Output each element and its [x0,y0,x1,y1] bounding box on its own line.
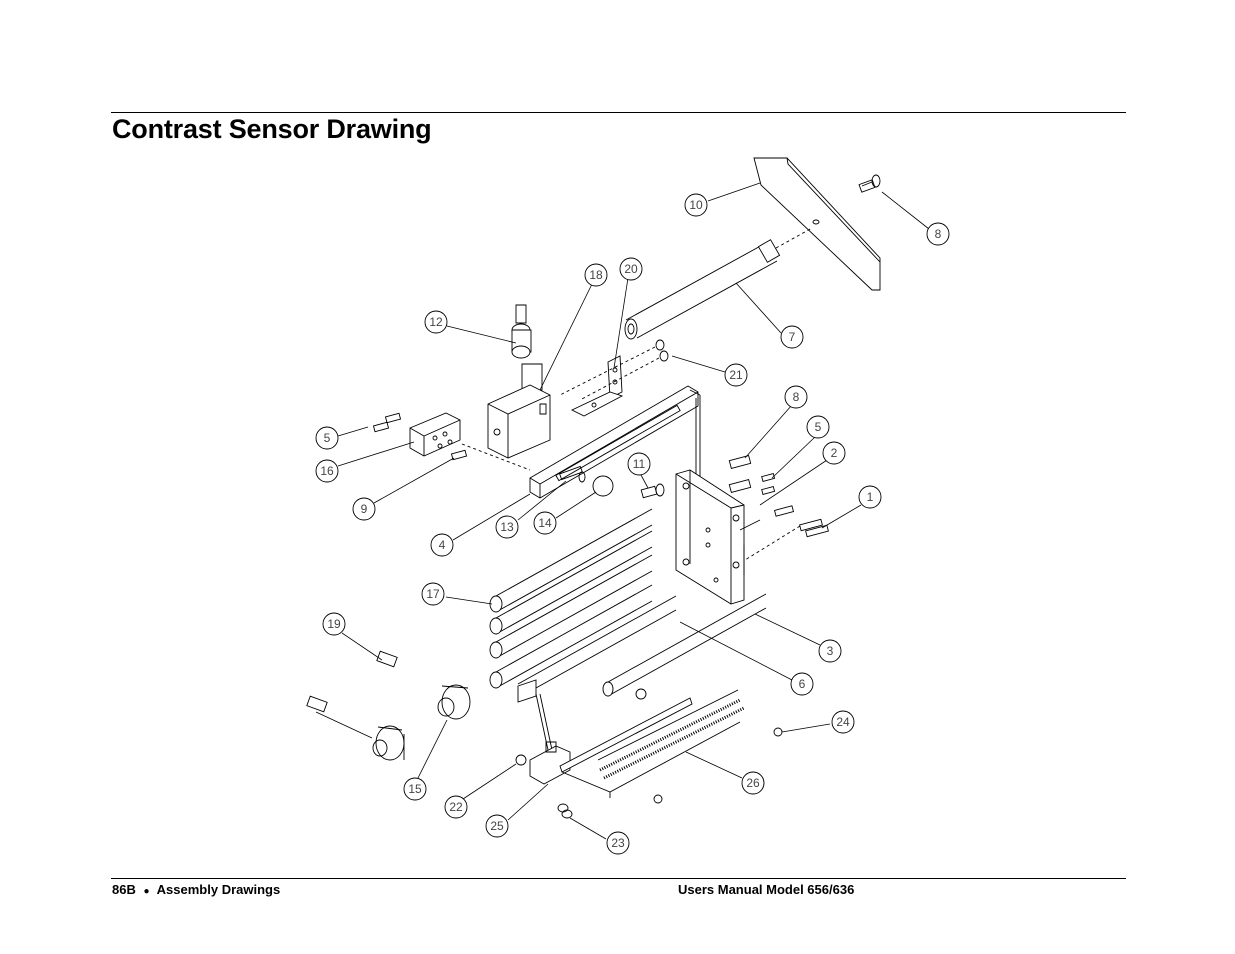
part-16-block [410,413,460,456]
callout-label: 20 [624,262,638,276]
callout-label: 11 [633,457,646,471]
page-number: 86B [112,882,136,897]
callout-label: 25 [490,819,504,833]
callout-label: 7 [789,330,796,344]
callout-label: 2 [831,446,838,460]
part-2-plate [676,470,760,604]
callout-1 [859,486,881,508]
callout-25 [486,815,508,837]
callout-20 [620,258,642,280]
callout-label: 5 [324,431,331,445]
callout-label: 26 [746,776,760,790]
callout-label: 12 [429,315,443,329]
bullet-icon: ● [143,886,150,897]
callout-label: 15 [408,782,422,796]
screws-21 [560,340,668,400]
callout-label: 16 [320,464,334,478]
callout-label: 6 [799,677,806,691]
part-14-knob [593,476,613,496]
callout-3 [819,640,841,662]
callout-21 [725,364,747,386]
page-title: Contrast Sensor Drawing [112,114,432,144]
manual-title: Users Manual Model 656/636 [678,882,855,897]
header-rule [111,112,1126,113]
callout-11 [628,453,650,475]
part-17-rods [490,509,652,688]
part-11-screw [641,486,657,497]
callout-label: 9 [361,502,368,516]
callout-label: 5 [815,420,822,434]
callout-2 [823,442,845,464]
callout-9 [353,498,375,520]
callout-8-right [785,386,807,408]
footer-left: 86B ● Assembly Drawings [112,882,280,897]
callout-22 [445,796,467,818]
callout-4 [431,534,453,556]
callout-5-left [316,427,338,449]
callout-10 [685,194,707,216]
part-25-bar [518,680,570,784]
callout-label: 14 [538,516,552,530]
callout-26 [742,772,764,794]
screw-8-top [859,175,880,192]
part-3-rod [603,594,766,696]
callout-label: 3 [827,644,834,658]
callout-label: 13 [500,520,514,534]
part-18-sensor-body [488,364,550,458]
screws-5-left [373,413,400,431]
footer-rule [111,878,1126,879]
callout-14 [534,512,556,534]
callout-23 [607,832,629,854]
part-26-brush [560,690,744,798]
callout-label: 19 [327,617,341,631]
callout-7 [781,326,803,348]
callout-6 [791,673,813,695]
callout-label: 1 [867,490,874,504]
part-7-rod [625,228,812,339]
callout-15 [404,778,426,800]
section-name: Assembly Drawings [156,882,281,897]
part-6-rod [518,596,676,698]
callout-label: 17 [426,587,440,601]
callout-label: 23 [611,836,625,850]
part-22-nut [516,755,526,765]
callout-24 [832,711,854,733]
callout-5-right [807,416,829,438]
callout-8-top [927,223,949,245]
callout-label: 4 [439,538,446,552]
part-4-slotted-bar [530,386,700,540]
part-13-screw [560,466,585,482]
part-12-sensor-tip [512,305,531,358]
callout-13 [496,516,518,538]
callout-label: 21 [729,368,743,382]
callout-18 [585,264,607,286]
callout-label: 22 [449,800,463,814]
part-19-screws [307,651,397,712]
part-24-nut [774,728,782,736]
callout-19 [323,613,345,635]
callout-12 [425,311,447,333]
callout-label: 18 [589,268,603,282]
part-9-pin [451,450,466,459]
callout-17 [422,583,444,605]
callout-label: 8 [935,227,942,241]
callout-label: 8 [793,390,800,404]
part-15-washers [373,685,470,760]
part-23-fitting [558,804,568,812]
callout-label: 10 [689,198,703,212]
callout-label: 24 [836,715,850,729]
part-20-bracket [572,356,622,416]
callout-16 [316,460,338,482]
